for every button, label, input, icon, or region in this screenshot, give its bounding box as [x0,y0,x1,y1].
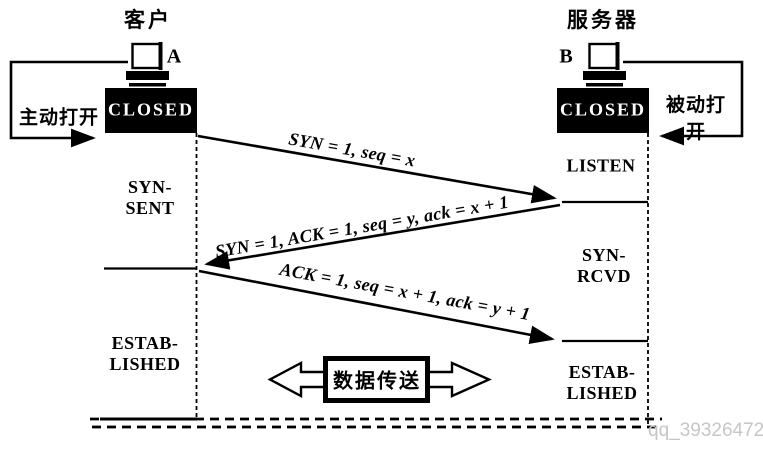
active-open-label: 主动打开 [18,107,100,129]
server-syn-rcvd-state: SYN- RCVD [577,244,631,286]
passive-open-arrow [623,60,744,146]
ack-arrow [198,269,555,345]
client-computer-icon [126,42,169,87]
server-listen-state: LISTEN [566,155,636,176]
client-syn-sent-state: SYN- SENT [125,176,175,218]
client-closed-state: CLOSED [107,99,195,120]
syn-ack-arrow [204,203,561,270]
client-host-label: A [166,45,182,68]
server-closed-box [557,88,649,133]
data-transfer-left-arrow-icon [267,361,327,398]
server-title: 服务器 [567,8,639,32]
server-established-state: ESTAB- LISHED [566,361,638,403]
server-closed-state: CLOSED [559,99,647,120]
passive-open-label: 被动打开 [665,95,726,143]
client-established-state: ESTAB- LISHED [109,332,181,374]
server-host-label: B [559,45,573,68]
data-transfer-box [323,356,430,403]
server-computer-icon [583,42,626,87]
data-transfer-right-arrow-icon [426,361,492,398]
active-open-arrow [9,60,128,148]
watermark: qq_39326472 [648,420,763,441]
syn-arrow [197,134,557,204]
data-transfer-label: 数据传送 [333,370,421,393]
client-closed-box [105,88,197,133]
client-title: 客户 [124,8,172,32]
